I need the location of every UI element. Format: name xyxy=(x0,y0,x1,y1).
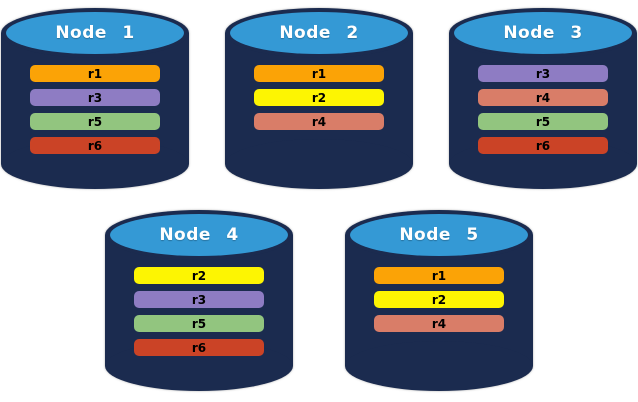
replica-bar-r6: r6 xyxy=(478,137,608,154)
replica-bar-r2: r2 xyxy=(374,291,504,308)
node-cylinder-node-4: Node 4 r2 r3 r5 r6 xyxy=(105,210,293,391)
replica-bar-r5: r5 xyxy=(134,315,264,332)
replica-bar-r5: r5 xyxy=(478,113,608,130)
cylinder-top-face: Node 2 xyxy=(230,12,408,54)
replica-label: r3 xyxy=(535,66,551,81)
replica-bar-r4: r4 xyxy=(374,315,504,332)
replica-list: r1 r2 r4 xyxy=(254,65,384,130)
replica-list: r2 r3 r5 r6 xyxy=(134,267,264,356)
bottom-row: Node 4 r2 r3 r5 r6 Node 5 r1 r2 r4 xyxy=(0,210,638,391)
cylinder-top-face: Node 1 xyxy=(6,12,184,54)
replica-label: r4 xyxy=(311,114,327,129)
replica-label: r1 xyxy=(431,268,447,283)
cylinder-top-face: Node 3 xyxy=(454,12,632,54)
cylinder-top-face: Node 5 xyxy=(350,214,528,256)
node-cylinder-node-1: Node 1 r1 r3 r5 r6 xyxy=(1,8,189,189)
replica-label: r6 xyxy=(87,138,103,153)
replica-label: r6 xyxy=(535,138,551,153)
replica-list: r1 r3 r5 r6 xyxy=(30,65,160,154)
replica-label: r6 xyxy=(191,340,207,355)
replica-label: r5 xyxy=(87,114,103,129)
replica-bar-r3: r3 xyxy=(134,291,264,308)
replica-list: r3 r4 r5 r6 xyxy=(478,65,608,154)
replica-bar-r5: r5 xyxy=(30,113,160,130)
replica-bar-r6: r6 xyxy=(30,137,160,154)
replica-label: r3 xyxy=(87,90,103,105)
replica-label: r1 xyxy=(311,66,327,81)
top-row: Node 1 r1 r3 r5 r6 Node 2 r1 r2 r4 Node 3 r3 r4 r5 r6 xyxy=(0,0,638,189)
replica-bar-r2: r2 xyxy=(254,89,384,106)
replica-bar-r6: r6 xyxy=(134,339,264,356)
replica-bar-r1: r1 xyxy=(30,65,160,82)
replica-bar-r1: r1 xyxy=(374,267,504,284)
replica-label: r3 xyxy=(191,292,207,307)
replica-label: r5 xyxy=(535,114,551,129)
replica-label: r4 xyxy=(535,90,551,105)
replica-bar-r3: r3 xyxy=(478,65,608,82)
node-label: Node 2 xyxy=(279,23,359,43)
cylinder-top-face: Node 4 xyxy=(110,214,288,256)
node-label: Node 1 xyxy=(55,23,135,43)
replica-label: r2 xyxy=(191,268,207,283)
node-cylinder-node-5: Node 5 r1 r2 r4 xyxy=(345,210,533,391)
node-label: Node 3 xyxy=(503,23,583,43)
cylinder-bottom-ellipse xyxy=(225,139,413,189)
replica-label: r2 xyxy=(311,90,327,105)
cylinder-bottom-ellipse xyxy=(345,341,533,391)
replica-bar-r1: r1 xyxy=(254,65,384,82)
replica-label: r1 xyxy=(87,66,103,81)
replica-bar-r2: r2 xyxy=(134,267,264,284)
replica-label: r4 xyxy=(431,316,447,331)
node-label: Node 5 xyxy=(399,225,479,245)
replica-label: r2 xyxy=(431,292,447,307)
replica-bar-r4: r4 xyxy=(254,113,384,130)
replica-label: r5 xyxy=(191,316,207,331)
replica-list: r1 r2 r4 xyxy=(374,267,504,332)
node-cylinder-node-3: Node 3 r3 r4 r5 r6 xyxy=(449,8,637,189)
node-cylinder-node-2: Node 2 r1 r2 r4 xyxy=(225,8,413,189)
replica-bar-r4: r4 xyxy=(478,89,608,106)
replica-bar-r3: r3 xyxy=(30,89,160,106)
node-label: Node 4 xyxy=(159,225,239,245)
